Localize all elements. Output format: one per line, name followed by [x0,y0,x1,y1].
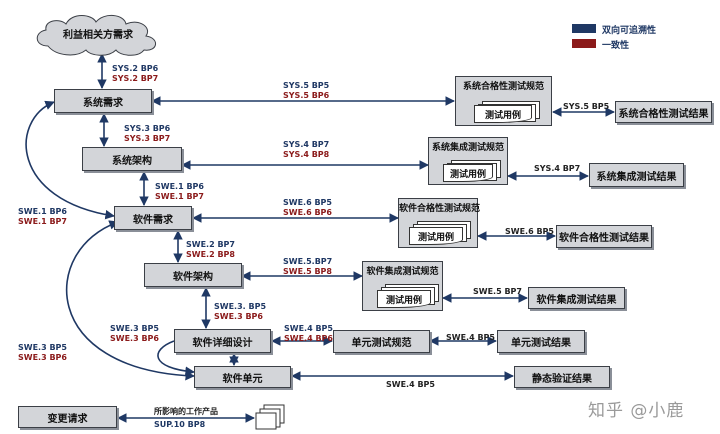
label-sys5-bp5: SYS.5 BP5 [283,81,330,90]
system-architecture-box[interactable]: 系统架构 [82,147,182,171]
software-requirements-box[interactable]: 软件需求 [114,206,192,230]
label-sys2-bp7: SYS.2 BP7 [112,74,159,83]
static-verification-result-box[interactable]: 静态验证结果 [514,366,610,388]
label-swe6-bp5-result: SWE.6 BP5 [505,227,554,236]
spec-title: 系统合格性测试规范 [462,82,544,92]
spec-title: 系统集成测试规范 [431,143,504,153]
software-detailed-design-box[interactable]: 软件详细设计 [174,329,271,353]
test-case-doc: 测试用例 [377,290,431,308]
affected-products-doc-icon [255,404,285,430]
label-swe5-bp8: SWE.5 BP8 [283,267,332,276]
link-curve-detail-unit [157,340,195,376]
system-integration-test-result[interactable]: 系统集成测试结果 [589,163,684,187]
label-sys3-bp7: SYS.3 BP7 [124,134,171,143]
label-sys2-bp6: SYS.2 BP6 [112,64,159,73]
system-integration-test-spec[interactable]: 系统集成测试规范 测试用例 [428,137,508,185]
system-qualification-test-spec[interactable]: 系统合格性测试规范 测试用例 [455,76,552,126]
label-swe4-bp5: SWE.4 BP5 [284,324,333,333]
label-sys4-bp7-result: SYS.4 BP7 [534,164,581,173]
label-swe5-bp7-result: SWE.5 BP7 [473,287,522,296]
label-swe1-bp7-left: SWE.1 BP7 [18,217,67,226]
system-qualification-test-result[interactable]: 系统合格性测试结果 [615,101,712,123]
watermark: 知乎 @小鹿 [588,401,685,421]
label-swe2-bp8: SWE.2 BP8 [186,250,235,259]
software-architecture-box[interactable]: 软件架构 [144,263,242,287]
link-curve-swreq-swunit [65,220,195,381]
unit-test-result-box[interactable]: 单元测试结果 [497,330,585,353]
software-qualification-test-spec[interactable]: 软件合格性测试规范 测试用例 [398,198,481,248]
label-sys4-bp7: SYS.4 BP7 [283,140,330,149]
label-swe2-bp7: SWE.2 BP7 [186,240,235,249]
unit-test-spec-box[interactable]: 单元测试规范 [333,330,430,353]
change-request-box[interactable]: 变更请求 [18,406,117,428]
legend-label-traceability: 双向可追溯性 [602,26,657,36]
software-qualification-test-result[interactable]: 软件合格性测试结果 [556,225,652,248]
link-curve-sysreq-swreq [25,100,115,220]
software-unit-box[interactable]: 软件单元 [194,366,291,388]
label-swe6-bp6: SWE.6 BP6 [283,208,332,217]
label-swe4-bp5-unit: SWE.4 BP5 [446,333,495,342]
label-swe4-bp6: SWE.4 BP6 [284,334,333,343]
label-sys5-bp6: SYS.5 BP6 [283,91,330,100]
label-swe3-bp6-left: SWE.3 BP6 [18,353,67,362]
label-swe6-bp5: SWE.6 BP5 [283,198,332,207]
label-swe4-bp5-static: SWE.4 BP5 [386,380,435,389]
spec-title: 软件集成测试规范 [366,267,439,277]
spec-title: 软件合格性测试规范 [399,204,481,214]
test-case-doc: 测试用例 [409,227,463,245]
label-swe3-bp5-left: SWE.3 BP5 [18,343,67,352]
label-swe3-bp5-mid: SWE.3 BP5 [110,324,159,333]
software-integration-test-spec[interactable]: 软件集成测试规范 测试用例 [362,261,443,311]
system-requirements-box[interactable]: 系统需求 [54,89,152,113]
label-swe1-bp6: SWE.1 BP6 [155,182,204,191]
label-swe5-bp7: SWE.5.BP7 [283,257,333,266]
test-case-doc: 测试用例 [443,164,493,182]
label-affected-products: 所影响的工作产品 [154,407,218,416]
label-swe1-bp7: SWE.1 BP7 [155,192,204,201]
legend-swatch-consistency [572,39,596,48]
label-sup10-bp8: SUP.10 BP8 [154,420,206,429]
stakeholder-cloud [36,15,156,56]
label-swe1-bp6-left: SWE.1 BP6 [18,207,67,216]
stakeholder-requirements: 利益相关方需求 [63,30,133,41]
label-swe3-bp6-mid: SWE.3 BP6 [110,334,159,343]
software-integration-test-result[interactable]: 软件集成测试结果 [528,287,625,309]
label-swe3-bp5: SWE.3. BP5 [214,302,267,311]
legend-label-consistency: 一致性 [602,41,630,51]
test-case-doc: 测试用例 [474,105,532,123]
label-sys3-bp6: SYS.3 BP6 [124,124,171,133]
label-sys5-bp5-result: SYS.5 BP5 [563,102,610,111]
label-sys4-bp8: SYS.4 BP8 [283,150,330,159]
label-swe3-bp6: SWE.3 BP6 [214,312,263,321]
legend-swatch-traceability [572,24,596,33]
